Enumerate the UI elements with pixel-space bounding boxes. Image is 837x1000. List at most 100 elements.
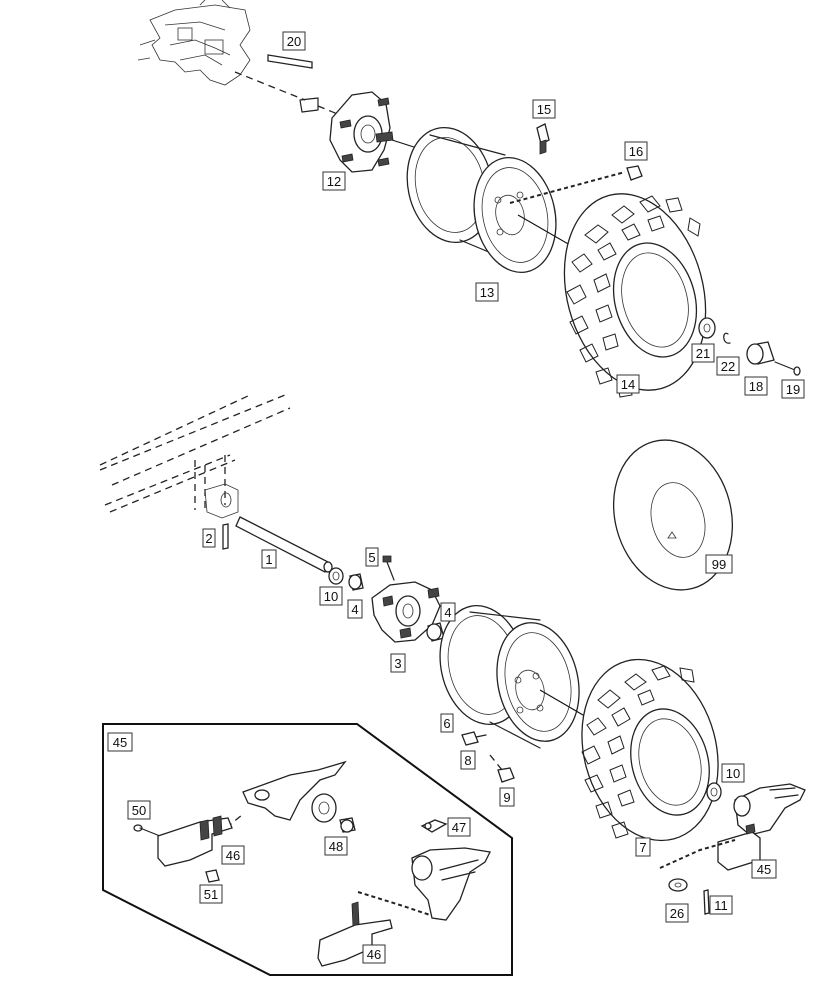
callout-text: 11 — [714, 898, 728, 913]
inset-45-frame — [102, 723, 513, 976]
callout-p26: 26 — [665, 903, 689, 923]
callout-box — [440, 713, 454, 733]
bracket-upper — [242, 760, 347, 823]
washer-10-lower — [328, 567, 344, 585]
callout-p15: 15 — [532, 99, 556, 119]
callout-p10b: 10 — [721, 763, 745, 783]
nut-51 — [205, 869, 220, 883]
callout-p19: 19 — [781, 379, 805, 399]
callout-box — [221, 845, 245, 865]
cap-18 — [746, 341, 775, 365]
callout-p9: 9 — [499, 787, 515, 807]
plate-46-lower — [317, 901, 393, 967]
hub-12 — [329, 91, 394, 173]
bolt-5 — [382, 555, 395, 581]
callout-text: 6 — [443, 716, 450, 731]
callout-box — [691, 343, 715, 363]
callout-text: 45 — [757, 862, 771, 877]
callout-box — [624, 141, 648, 161]
callout-p12: 12 — [322, 171, 346, 191]
callout-box — [532, 99, 556, 119]
callout-box — [721, 763, 745, 783]
callout-p46a: 46 — [221, 845, 245, 865]
fork-45-assembly — [717, 783, 806, 871]
callout-box — [744, 376, 768, 396]
callout-p7: 7 — [635, 837, 651, 857]
callout-p18: 18 — [744, 376, 768, 396]
callout-p4a: 4 — [347, 599, 363, 619]
bolt-50 — [133, 824, 161, 837]
callout-text: 19 — [786, 382, 800, 397]
callout-text: 10 — [726, 766, 740, 781]
callout-box — [440, 602, 456, 622]
bushing-48 — [339, 817, 356, 833]
callout-text: 45 — [113, 735, 127, 750]
callout-p22: 22 — [716, 356, 740, 376]
callout-text: 15 — [537, 102, 551, 117]
callout-text: 5 — [368, 550, 375, 565]
callout-p6: 6 — [440, 713, 454, 733]
washer-26 — [668, 878, 688, 892]
callout-text: 50 — [132, 803, 146, 818]
callout-p46b: 46 — [362, 944, 386, 964]
transmission-housing — [137, 0, 306, 101]
axle-bracket — [204, 483, 239, 519]
callout-box — [390, 653, 406, 673]
callout-box — [324, 836, 348, 856]
tire-14 — [563, 193, 707, 398]
callout-box — [781, 379, 805, 399]
callout-box — [365, 547, 379, 567]
callout-box — [347, 599, 363, 619]
callout-p51: 51 — [199, 884, 223, 904]
callout-p11: 11 — [709, 895, 733, 915]
callout-box — [665, 903, 689, 923]
callout-p99: 99 — [705, 554, 733, 574]
callout-box — [362, 944, 386, 964]
washer-21 — [698, 317, 716, 339]
callout-text: 13 — [480, 285, 494, 300]
callout-text: 4 — [444, 605, 451, 620]
callout-text: 48 — [329, 839, 343, 854]
frame-outline — [99, 394, 291, 513]
callout-p1: 1 — [261, 549, 277, 569]
callout-p3: 3 — [390, 653, 406, 673]
inner-tube-99 — [612, 439, 734, 591]
nut-16 — [626, 165, 643, 181]
callout-text: 9 — [503, 790, 510, 805]
callout-p47: 47 — [447, 817, 471, 837]
callout-p2: 2 — [202, 528, 216, 548]
callout-box — [460, 750, 476, 770]
rim-13 — [406, 126, 557, 273]
callout-box — [127, 800, 151, 820]
callout-text: 12 — [327, 174, 341, 189]
valve-15 — [536, 123, 550, 155]
callout-box — [709, 895, 733, 915]
callout-box — [261, 549, 277, 569]
clip-22 — [723, 332, 731, 344]
callout-text: 46 — [226, 848, 240, 863]
callout-box — [499, 787, 515, 807]
callout-box — [716, 356, 740, 376]
hub-3 — [371, 581, 441, 643]
callout-text: 47 — [452, 820, 466, 835]
axle-stub-top — [299, 97, 319, 113]
callout-text: 10 — [324, 589, 338, 604]
callout-p20: 20 — [282, 31, 306, 51]
callout-text: 20 — [287, 34, 301, 49]
callout-p50: 50 — [127, 800, 151, 820]
callout-p13: 13 — [475, 282, 499, 302]
callout-box — [199, 884, 223, 904]
callout-box — [751, 859, 777, 879]
callout-p8: 8 — [460, 750, 476, 770]
callout-text: 21 — [696, 346, 710, 361]
callout-text: 46 — [367, 947, 381, 962]
callout-text: 7 — [639, 840, 646, 855]
callout-text: 8 — [464, 753, 471, 768]
callout-box — [322, 171, 346, 191]
callout-box — [107, 732, 133, 752]
callout-p48: 48 — [324, 836, 348, 856]
callout-box — [616, 374, 640, 394]
callout-box — [705, 554, 733, 574]
